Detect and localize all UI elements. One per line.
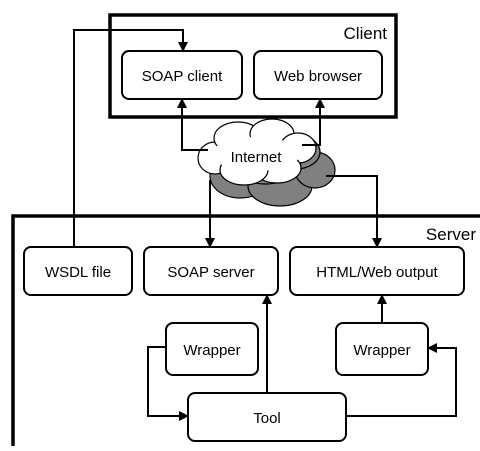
internet-to-html-output-arrow bbox=[326, 175, 382, 248]
wrapper-left-to-tool-arrow bbox=[147, 346, 189, 421]
web-browser-node: Web browser bbox=[253, 50, 383, 100]
client-box bbox=[108, 13, 398, 119]
svg-text:SOAP server: SOAP server bbox=[167, 264, 254, 281]
client-label: Client bbox=[344, 24, 388, 43]
server-label: Server bbox=[426, 225, 476, 244]
wsdl-to-soap-client-arrow bbox=[73, 29, 188, 247]
svg-text:Internet: Internet bbox=[231, 149, 283, 166]
svg-text:HTML/Web output: HTML/Web output bbox=[316, 264, 438, 281]
tool-node: Tool bbox=[187, 392, 347, 442]
svg-text:WSDL file: WSDL file bbox=[45, 264, 111, 281]
soap-client-node: SOAP client bbox=[121, 50, 243, 100]
svg-text:Wrapper: Wrapper bbox=[353, 342, 410, 359]
internet-to-soap-client-arrow bbox=[177, 98, 208, 151]
wrapper-right-node: Wrapper bbox=[335, 322, 429, 376]
svg-text:Wrapper: Wrapper bbox=[183, 342, 240, 359]
internet-to-web-browser-arrow bbox=[302, 98, 325, 146]
svg-text:Web browser: Web browser bbox=[274, 68, 362, 85]
html-web-output-node: HTML/Web output bbox=[289, 246, 465, 296]
tool-to-wrapper-right-arrow bbox=[346, 343, 457, 417]
internet-cloud: Internet bbox=[197, 118, 336, 207]
wsdl-file-node: WSDL file bbox=[23, 246, 133, 296]
wrapper-left-node: Wrapper bbox=[165, 322, 259, 376]
soap-server-node: SOAP server bbox=[143, 246, 279, 296]
svg-text:SOAP client: SOAP client bbox=[142, 68, 223, 85]
server-box bbox=[11, 214, 480, 446]
svg-text:Tool: Tool bbox=[253, 410, 281, 427]
